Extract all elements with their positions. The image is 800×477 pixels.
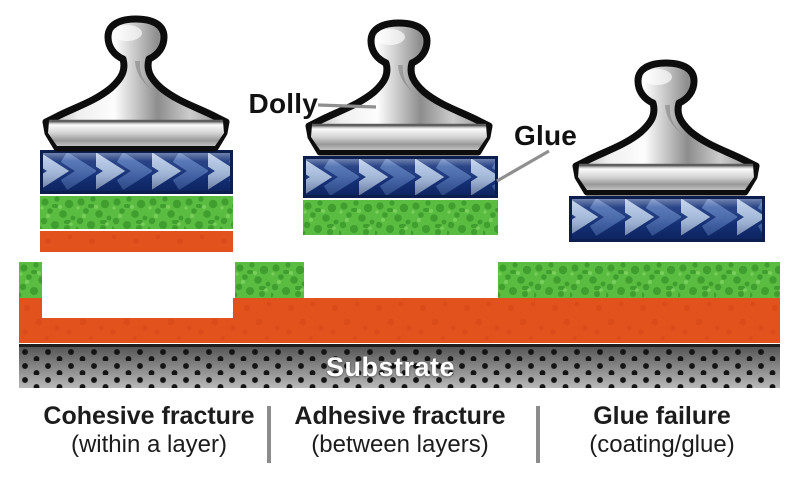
glue-layer-right-dolly — [569, 196, 765, 242]
caption-divider-right — [536, 406, 540, 463]
section-subtitle: (between layers) — [311, 431, 489, 458]
green-layer-middle-dolly — [303, 200, 498, 235]
glue-layer-middle-dolly — [303, 156, 498, 198]
substrate-label: Substrate — [325, 352, 456, 382]
green-coating-ground-middle-piece — [235, 262, 304, 298]
section-caption-glue-failure: Glue failure (coating/glue) — [543, 403, 781, 460]
cohesive-fracture-void — [42, 253, 233, 318]
glue-layer-left-dolly — [40, 150, 233, 194]
section-subtitle: (coating/glue) — [589, 431, 735, 458]
section-caption-adhesive-fracture: Adhesive fracture (between layers) — [281, 403, 519, 460]
dolly-illustration-middle — [299, 18, 499, 160]
green-coating-ground-left-sliver — [19, 262, 42, 298]
section-title: Adhesive fracture — [294, 402, 506, 430]
dolly-callout-label: Dolly — [248, 88, 318, 119]
dolly-illustration-right — [566, 58, 766, 200]
green-layer-left-dolly — [40, 196, 233, 229]
orange-fragment-left-dolly — [40, 231, 233, 252]
green-coating-ground-right-piece — [498, 262, 780, 298]
section-title: Glue failure — [593, 402, 731, 430]
section-title: Cohesive fracture — [43, 402, 255, 430]
caption-divider-left — [267, 406, 271, 463]
dolly-illustration-left — [36, 14, 236, 156]
section-subtitle: (within a layer) — [70, 431, 228, 458]
glue-callout-label: Glue — [514, 120, 578, 151]
section-caption-cohesive-fracture: Cohesive fracture (within a layer) — [30, 403, 268, 460]
substrate-layer: Substrate — [19, 344, 780, 388]
